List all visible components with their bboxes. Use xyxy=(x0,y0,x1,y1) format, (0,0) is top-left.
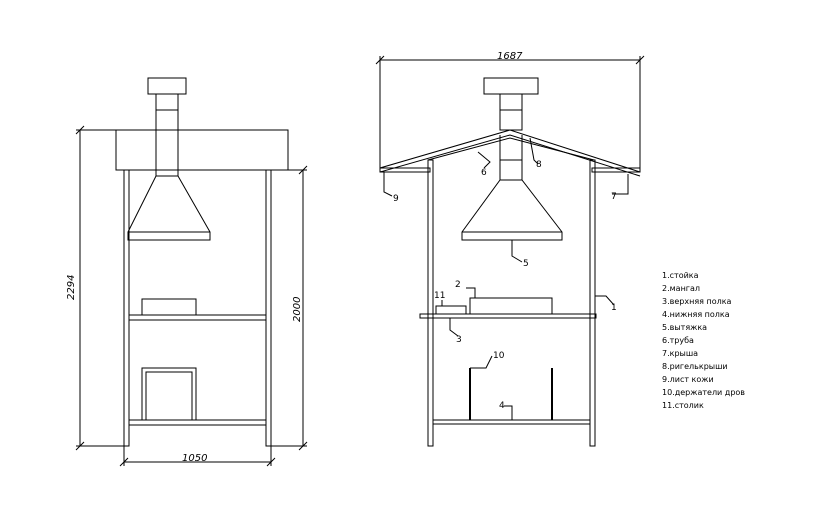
front-roof xyxy=(115,129,289,171)
dim-width: 1050 xyxy=(182,453,207,464)
side-view: 1687 xyxy=(375,51,645,447)
callout-4: 4 xyxy=(499,401,505,411)
legend-item-6: 6.труба xyxy=(662,336,694,345)
callout-5: 5 xyxy=(523,259,529,269)
side-post-left xyxy=(427,159,434,447)
legend-item-9: 9.лист кожи xyxy=(662,375,714,384)
callouts: 1 2 3 4 5 6 8 7 9 10 11 xyxy=(383,137,629,420)
front-upper-shelf xyxy=(128,314,267,321)
leader-3 xyxy=(449,318,459,337)
dim-tick-7 xyxy=(375,55,385,65)
callout-7: 7 xyxy=(611,192,617,202)
leader-2 xyxy=(466,287,476,298)
callout-3: 3 xyxy=(456,335,462,345)
side-chimney-pipe xyxy=(499,93,523,131)
legend-item-8: 8.ригелькрыши xyxy=(662,362,728,371)
dim-tick-4 xyxy=(298,441,308,451)
callout-6: 6 xyxy=(481,168,487,178)
front-post-right xyxy=(265,169,272,447)
legend-item-7: 7.крыша xyxy=(662,349,698,358)
dim-tick-1 xyxy=(75,125,85,135)
leader-10 xyxy=(470,355,493,369)
side-roof-rafter xyxy=(427,137,595,161)
leader-4 xyxy=(504,405,513,420)
side-roof-top xyxy=(379,129,641,173)
front-lower-shelf xyxy=(128,419,267,426)
leader-8 xyxy=(529,137,539,165)
front-firewood-holder-inner xyxy=(145,371,193,420)
dim-tick-3 xyxy=(298,165,308,175)
dim-tick-8 xyxy=(635,55,645,65)
side-roof-sheet xyxy=(379,134,641,177)
front-chimney-pipe xyxy=(155,93,179,131)
side-mangal xyxy=(469,297,553,315)
front-post-left xyxy=(123,169,130,447)
dim-tick-6 xyxy=(266,457,276,467)
legend-item-3: 3.верхняя полка xyxy=(662,297,732,306)
dim-tick-5 xyxy=(119,457,129,467)
side-hood xyxy=(461,179,563,241)
legend-item-10: 10.держатели дров xyxy=(662,388,745,397)
leader-9 xyxy=(383,172,393,197)
front-chimney-cap xyxy=(147,77,187,95)
dim-tick-2 xyxy=(75,441,85,451)
legend: 1.стойка 2.мангал 3.верхняя полка 4.нижн… xyxy=(662,271,745,410)
front-mangal xyxy=(141,298,197,316)
callout-10: 10 xyxy=(493,351,505,361)
side-roof-beam-right xyxy=(591,167,641,173)
legend-item-4: 4.нижняя полка xyxy=(662,310,730,319)
front-firewood-holder-outer xyxy=(141,367,197,420)
callout-11: 11 xyxy=(434,291,445,301)
side-small-table xyxy=(435,305,467,315)
leader-7 xyxy=(612,174,629,195)
front-view: 2294 2000 1050 xyxy=(66,77,308,467)
callout-1: 1 xyxy=(611,303,617,313)
dim-total-height: 2294 xyxy=(66,275,77,300)
callout-9: 9 xyxy=(393,194,399,204)
legend-item-11: 11.столик xyxy=(662,401,704,410)
side-roof-beam-left xyxy=(379,167,431,173)
side-lower-shelf xyxy=(432,419,591,425)
dim-roof-width: 1687 xyxy=(497,51,523,62)
side-chimney-cap xyxy=(483,77,539,95)
callout-8: 8 xyxy=(536,160,542,170)
dim-post-height: 2000 xyxy=(292,297,303,322)
leader-1 xyxy=(595,295,615,306)
leader-6 xyxy=(477,151,491,169)
side-post-right xyxy=(589,159,596,447)
legend-item-2: 2.мангал xyxy=(662,284,700,293)
front-hood xyxy=(127,175,211,241)
legend-item-5: 5.вытяжка xyxy=(662,323,707,332)
callout-2: 2 xyxy=(455,280,461,290)
legend-item-1: 1.стойка xyxy=(662,271,699,280)
side-upper-shelf xyxy=(419,313,597,319)
leader-5 xyxy=(511,240,523,263)
